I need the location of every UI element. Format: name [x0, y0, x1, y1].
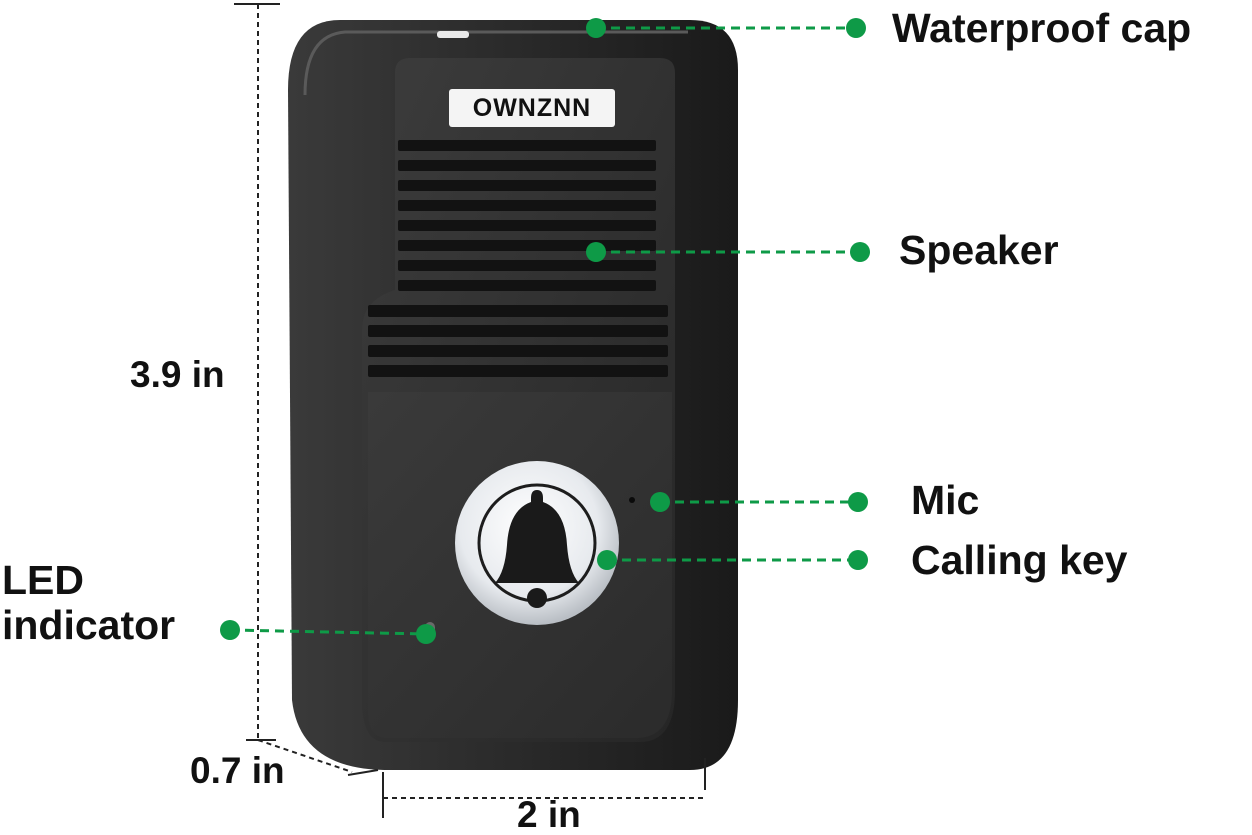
- label-speaker: Speaker: [899, 227, 1059, 273]
- label-waterproof-cap: Waterproof cap: [892, 5, 1192, 51]
- dimension-width: 2 in: [517, 794, 581, 835]
- dimension-height: 3.9 in: [130, 354, 225, 395]
- calling-key-button[interactable]: [455, 461, 619, 625]
- dimension-lines: [234, 3, 706, 818]
- cap-highlight: [437, 31, 469, 38]
- callout-dots: [220, 18, 870, 644]
- brand-name: OWNZNN: [472, 93, 592, 122]
- label-led-line2: indicator: [2, 602, 176, 648]
- label-calling-key: Calling key: [911, 537, 1128, 583]
- speaker-grille: [368, 140, 668, 377]
- callout-leaders: [229, 26, 860, 636]
- mic-hole: [629, 497, 635, 503]
- label-mic: Mic: [911, 477, 980, 523]
- label-led-line1: LED: [2, 557, 84, 603]
- bell-icon: [495, 490, 579, 608]
- dimension-depth: 0.7 in: [190, 750, 285, 791]
- brand-plate: [449, 89, 615, 127]
